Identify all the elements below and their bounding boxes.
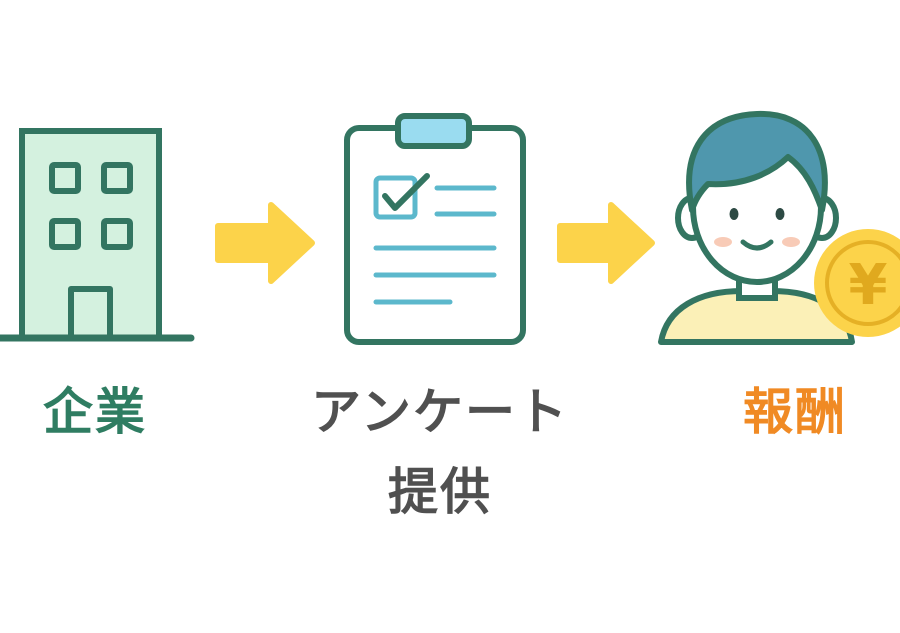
reward-label: 報酬 bbox=[743, 383, 847, 441]
survey-label-line-1: アンケート bbox=[311, 383, 569, 441]
survey-label: アンケート 提供 bbox=[290, 380, 590, 524]
coin-yen-symbol: ¥ bbox=[849, 253, 888, 318]
company-label: 企業 bbox=[43, 383, 147, 441]
smiling-person-icon bbox=[658, 110, 855, 345]
right-arrow-icon bbox=[215, 202, 315, 284]
survey-label-line-2: 提供 bbox=[388, 463, 492, 521]
office-building-icon bbox=[0, 128, 195, 342]
yen-coin-icon: ¥ bbox=[814, 229, 900, 337]
right-arrow-icon bbox=[557, 202, 655, 284]
clipboard-checklist-icon bbox=[344, 113, 526, 345]
